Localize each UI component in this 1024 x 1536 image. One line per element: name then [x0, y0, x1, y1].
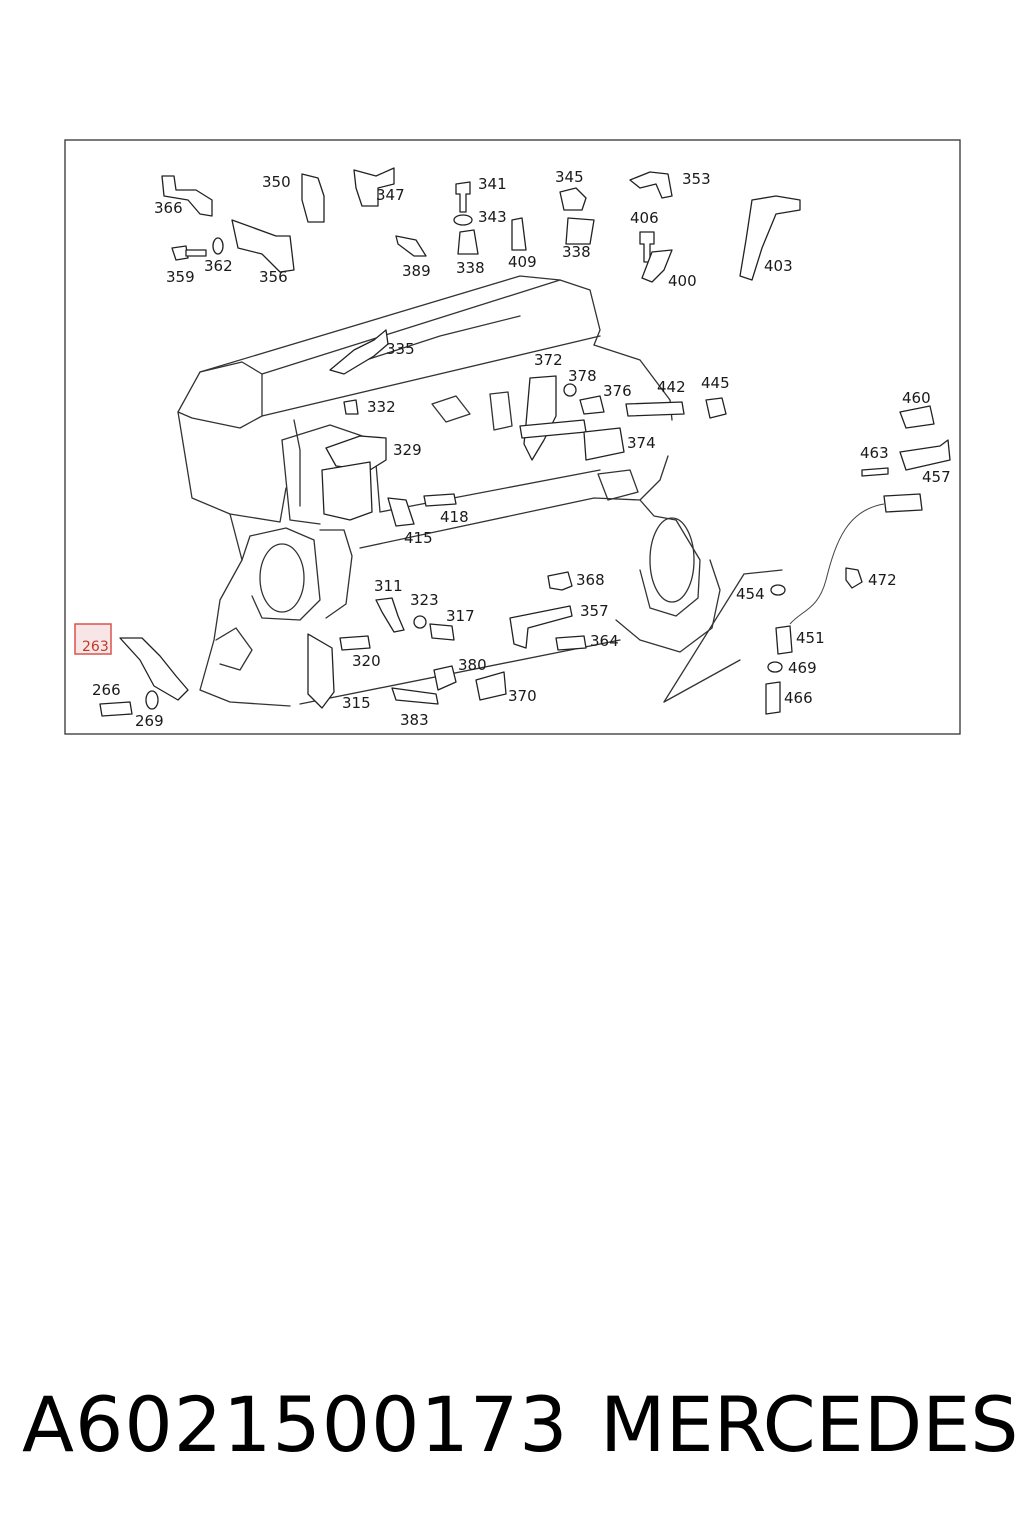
label-263-highlighted: 263	[82, 639, 109, 655]
label-329: 329	[393, 441, 422, 459]
label-341: 341	[478, 175, 507, 193]
label-368: 368	[576, 571, 605, 589]
parts-diagram: 366 350 347 341 345 353 343 406 359 362 …	[64, 139, 961, 735]
label-457: 457	[922, 468, 951, 486]
diagram-frame	[64, 139, 961, 735]
label-383: 383	[400, 711, 429, 729]
label-445: 445	[701, 374, 730, 392]
label-418: 418	[440, 508, 469, 526]
label-463: 463	[860, 444, 889, 462]
label-451: 451	[796, 629, 825, 647]
label-356: 356	[259, 268, 288, 286]
label-406: 406	[630, 209, 659, 227]
label-362: 362	[204, 257, 233, 275]
label-389: 389	[402, 262, 431, 280]
label-454: 454	[736, 585, 765, 603]
label-400: 400	[668, 272, 697, 290]
label-269: 269	[135, 712, 164, 730]
footer: A6021500173 MERCEDES	[0, 1370, 1024, 1480]
label-317: 317	[446, 607, 475, 625]
label-332: 332	[367, 398, 396, 416]
label-403: 403	[764, 257, 793, 275]
label-415: 415	[404, 529, 433, 547]
callout-labels: 366 350 347 341 345 353 343 406 359 362 …	[82, 168, 951, 730]
label-442: 442	[657, 378, 686, 396]
label-338a: 338	[456, 259, 485, 277]
label-466: 466	[784, 689, 813, 707]
label-315: 315	[342, 694, 371, 712]
label-380: 380	[458, 656, 487, 674]
label-472: 472	[868, 571, 897, 589]
part-drawings	[99, 167, 951, 717]
label-323: 323	[410, 591, 439, 609]
highlight-box	[74, 623, 112, 655]
label-469: 469	[788, 659, 817, 677]
label-353: 353	[682, 170, 711, 188]
label-357: 357	[580, 602, 609, 620]
label-320: 320	[352, 652, 381, 670]
label-364: 364	[590, 632, 619, 650]
label-343: 343	[478, 208, 507, 226]
label-335: 335	[386, 340, 415, 358]
label-378: 378	[568, 367, 597, 385]
engine-block-drawing	[177, 275, 783, 707]
label-347: 347	[376, 186, 405, 204]
label-345: 345	[555, 168, 584, 186]
label-359: 359	[166, 268, 195, 286]
label-460: 460	[902, 389, 931, 407]
label-376: 376	[603, 382, 632, 400]
label-409: 409	[508, 253, 537, 271]
brand-name: MERCEDES	[600, 1380, 1019, 1469]
label-266: 266	[92, 681, 121, 699]
label-370: 370	[508, 687, 537, 705]
label-366: 366	[154, 199, 183, 217]
label-350: 350	[262, 173, 291, 191]
label-338b: 338	[562, 243, 591, 261]
label-372: 372	[534, 351, 563, 369]
label-311: 311	[374, 577, 403, 595]
part-number: A6021500173	[22, 1380, 569, 1469]
label-374: 374	[627, 434, 656, 452]
